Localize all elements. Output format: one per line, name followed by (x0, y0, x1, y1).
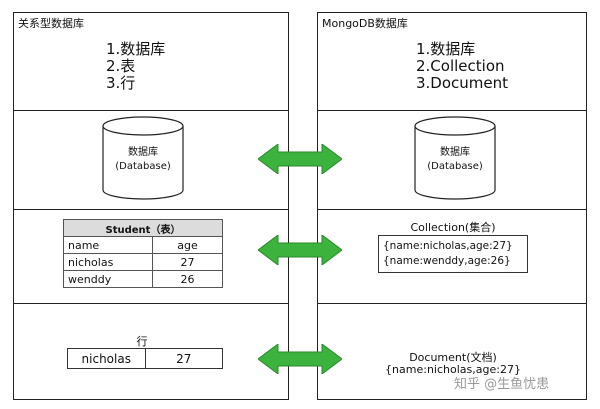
divider (14, 110, 288, 111)
mongodb-panel: MongoDB数据库 1.数据库 2.Collection 3.Document… (317, 12, 587, 400)
double-arrow-icon (258, 235, 342, 265)
watermark-text: 知乎 @生鱼忧患 (454, 377, 550, 392)
cylinder-label: 数据库 (440, 147, 470, 158)
row-label: 行 (136, 335, 148, 348)
list-item: 2.表 (106, 57, 136, 75)
mongodb-title: MongoDB数据库 (322, 17, 408, 30)
table-row: wenddy 26 (63, 270, 223, 288)
collection-item: {name:wenddy,age:26} (383, 255, 511, 267)
table-cell: name (63, 236, 153, 254)
document-value: {name:nicholas,age:27} (385, 363, 521, 376)
student-table: Student（表） name age nicholas 27 wenddy 2… (63, 219, 223, 288)
database-cylinder: 数据库 (Database) (414, 116, 496, 200)
row-box: nicholas 27 (67, 348, 223, 369)
table-caption: Student（表） (63, 219, 223, 237)
divider (318, 303, 586, 304)
relational-db-title: 关系型数据库 (18, 17, 84, 30)
divider (318, 110, 586, 111)
cylinder-label: 数据库 (128, 147, 158, 158)
collection-item: {name:nicholas,age:27} (383, 240, 513, 252)
cylinder-icon (102, 116, 184, 200)
collection-label: Collection(集合) (410, 221, 496, 234)
relational-db-panel: 关系型数据库 1.数据库 2.表 3.行 数据库 (Database) Stud… (13, 12, 289, 400)
cylinder-sublabel: (Database) (427, 161, 483, 172)
row-cell: nicholas (68, 349, 146, 368)
table-cell: nicholas (63, 253, 153, 271)
database-cylinder: 数据库 (Database) (102, 116, 184, 200)
collection-box: {name:nicholas,age:27} {name:wenddy,age:… (378, 235, 528, 273)
table-cell: 26 (152, 270, 223, 288)
list-item: 3.Document (416, 74, 509, 92)
list-item: 1.数据库 (416, 40, 476, 58)
table-cell: 27 (152, 253, 223, 271)
double-arrow-icon (258, 344, 342, 374)
row-cell: 27 (176, 351, 192, 366)
cylinder-icon (414, 116, 496, 200)
list-item: 1.数据库 (106, 40, 166, 58)
table-row: nicholas 27 (63, 253, 223, 271)
list-item: 3.行 (106, 74, 136, 92)
divider (14, 303, 288, 304)
divider (318, 209, 586, 210)
double-arrow-icon (258, 144, 342, 174)
divider (14, 209, 288, 210)
table-row: name age (63, 236, 223, 254)
mongodb-list: 1.数据库 2.Collection 3.Document (416, 41, 508, 92)
document-label: Document(文档) (409, 351, 497, 364)
relational-db-list: 1.数据库 2.表 3.行 (106, 41, 165, 92)
list-item: 2.Collection (416, 57, 505, 75)
table-cell: wenddy (63, 270, 153, 288)
table-cell: age (152, 236, 223, 254)
cylinder-sublabel: (Database) (115, 161, 171, 172)
